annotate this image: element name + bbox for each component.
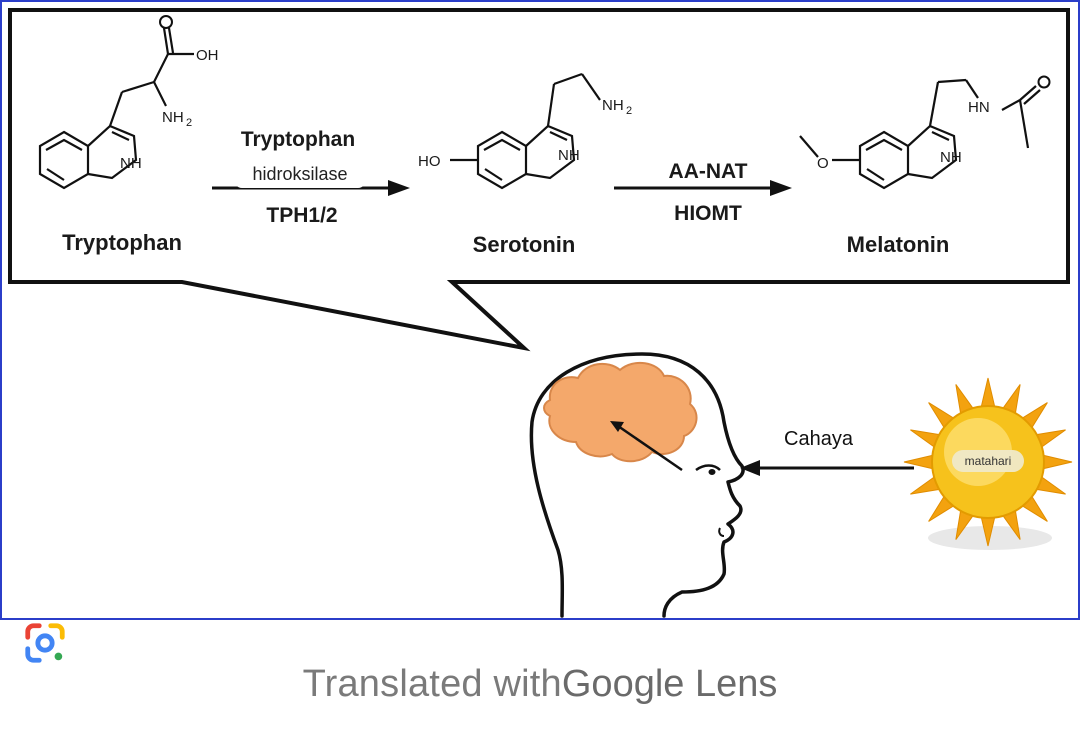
enzyme-label-aa-nat: AA-NAT [669,160,748,183]
compound-name-melatonin: Melatonin [847,232,950,257]
melatonin-structure [799,78,1041,190]
reaction-arrow-2 [614,180,792,196]
tryptophan-atoms: OH NH 2 NH [120,15,219,172]
atom-nh: NH [940,149,962,166]
brain-icon [543,361,698,463]
footer-brand: Google Lens [561,662,778,705]
sun-label: matahari [965,454,1012,468]
light-arrow [740,460,914,476]
light-label: Cahaya [784,428,854,450]
translation-overlay-box [234,160,366,188]
oxygen-atom [1037,75,1051,89]
compound-name-tryptophan: Tryptophan [62,230,182,255]
speech-bubble [8,8,1070,352]
compound-name-serotonin: Serotonin [473,232,576,257]
oxygen-atom [159,15,173,29]
atom-nh: NH [558,147,580,164]
eye-to-brain-pathway [610,421,683,472]
google-lens-icon [25,623,65,663]
atom-nh2-subscript: 2 [186,117,192,129]
enzyme-label-tph: TPH1/2 [266,204,337,227]
diagram-canvas: OH NH 2 NH NH 2 NH HO [0,0,1080,620]
atom-nh2: NH [162,109,184,126]
atom-nh: NH [120,155,142,172]
tryptophan-structure [38,27,194,190]
atom-hn: HN [968,99,990,116]
sun-icon [903,377,1073,550]
melatonin-atoms: HN NH O [817,75,1051,172]
footer-prefix: Translated with [302,662,562,705]
enzyme-label-hidroksilase: hidroksilase [252,164,347,184]
atom-nh2: NH [602,97,624,114]
atom-ho: HO [418,153,441,170]
atom-oh: OH [196,47,219,64]
mouth-line [718,527,725,537]
serotonin-atoms: NH 2 NH HO [418,97,632,170]
footer: Translated with Google Lens [0,620,1080,748]
biosynthesis-diagram: OH NH 2 NH NH 2 NH HO [8,8,1073,618]
atom-nh2-subscript: 2 [626,105,632,117]
serotonin-structure [450,72,601,190]
enzyme-label-tryptophan: Tryptophan [241,128,355,151]
enzyme-label-hiomt: HIOMT [674,202,742,225]
atom-o: O [817,155,829,172]
eye-icon [695,464,721,475]
